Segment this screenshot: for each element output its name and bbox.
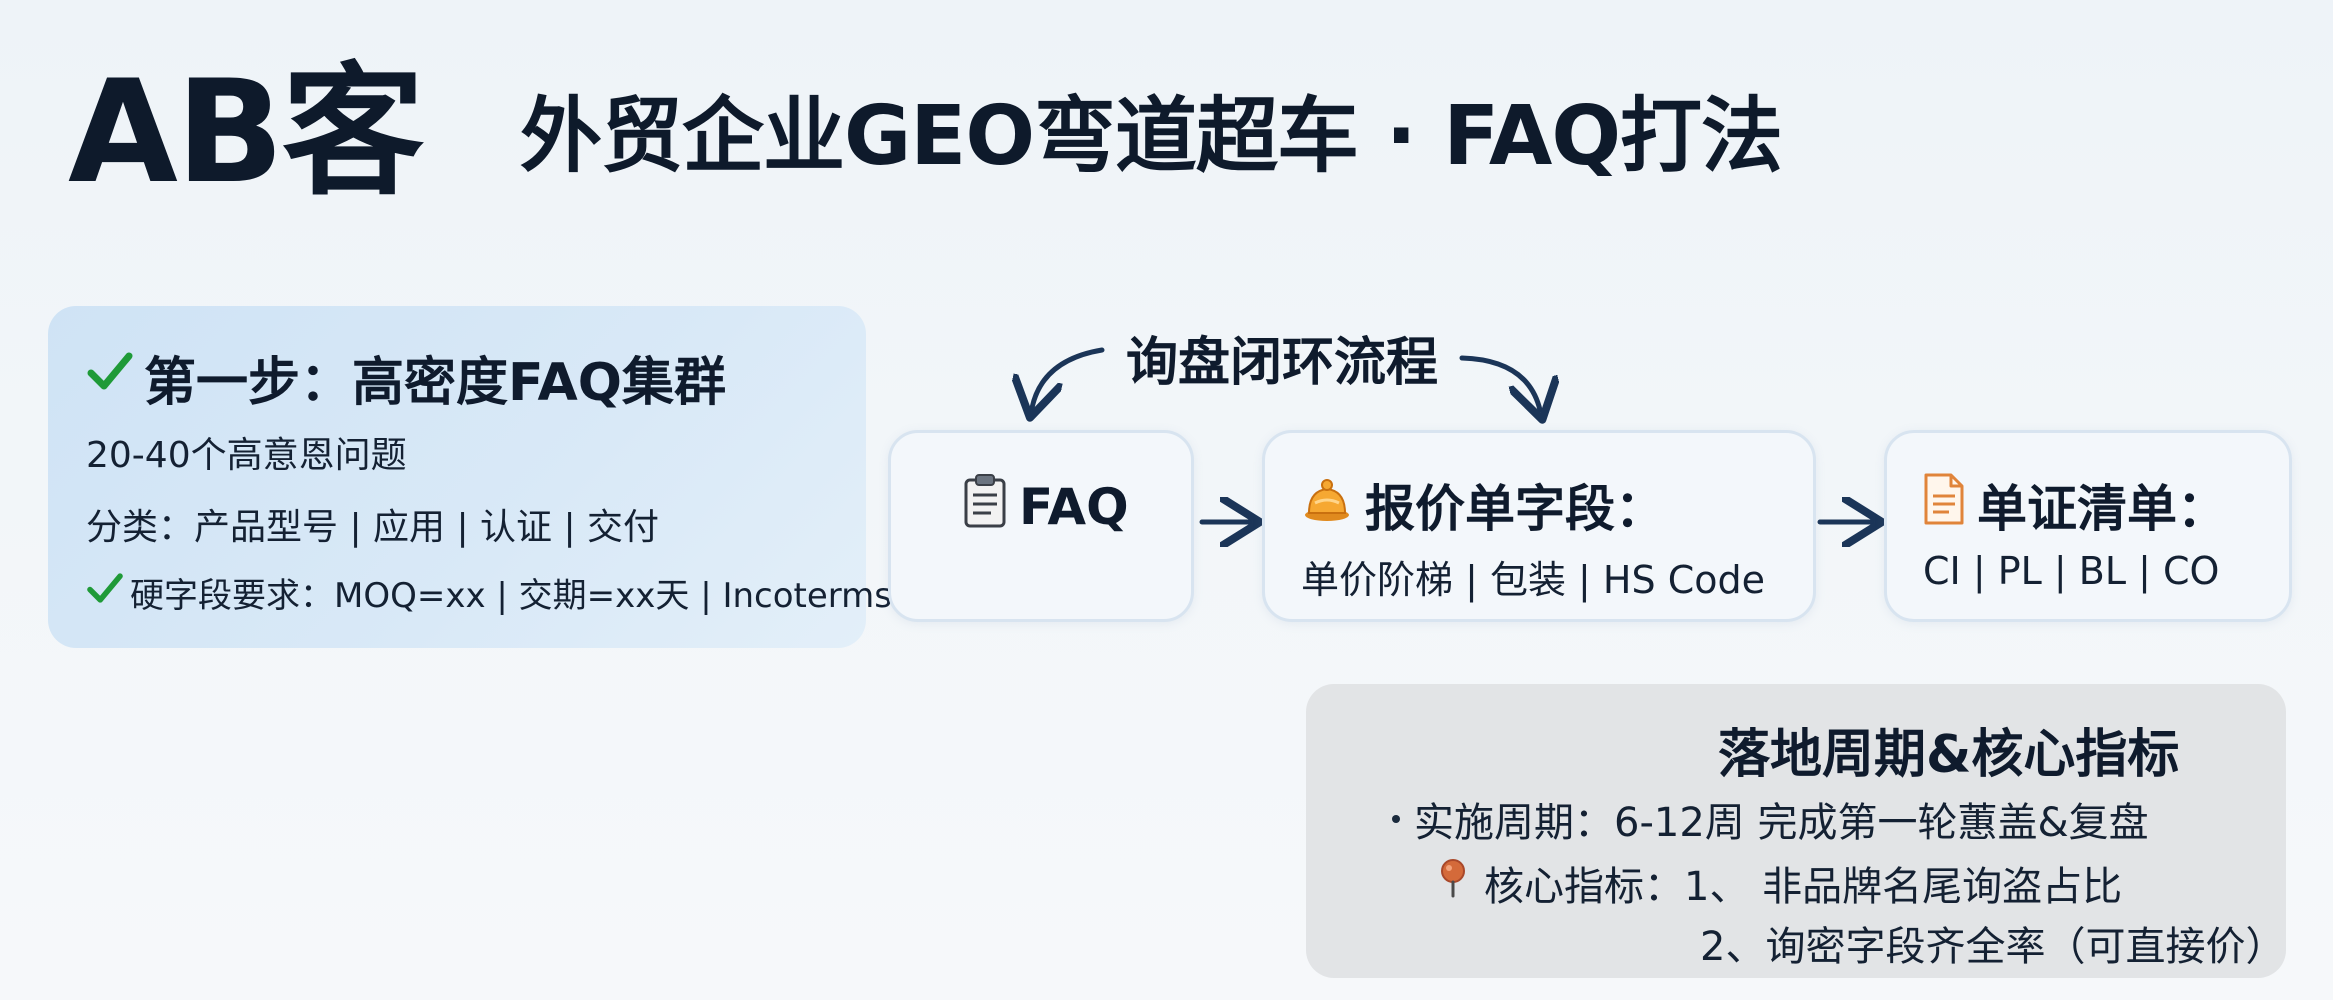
bell-icon [1301,473,1353,537]
metrics-kpi-2: 2、询密字段齐全率（可直接价） [1700,924,2286,970]
metrics-title: 落地周期&核心指标 [1718,725,2180,785]
page-title: 外贸企业GEO弯道超车 · FAQ打法 [520,89,1783,184]
curve-arrow-left [1032,347,1105,408]
flow-box-quote: 报价单字段： 单价阶梯 | 包装 | HS Code [1262,430,1816,622]
flow-box-docs-list: CI | PL | BL | CO [1923,549,2220,593]
step1-categories: 分类：产品型号 | 应用 | 认证 | 交付 [86,507,660,548]
metrics-panel: 落地周期&核心指标 实施周期：6-12周 完成第一轮蕙盖&复盘 核心指标：1、 … [1306,684,2286,978]
check-icon [86,568,124,617]
check-icon [86,347,134,408]
metrics-period: 实施周期：6-12周 完成第一轮蕙盖&复盘 [1392,790,2149,848]
metrics-kpi-1-text: 核心指标：1、 非品牌名尾询盗占比 [1484,864,2123,910]
clipboard-icon [963,473,1007,541]
document-icon [1923,472,1965,538]
step1-title: 第一步：高密度FAQ集群 [144,353,727,413]
flow-box-faq-title: FAQ [1019,478,1129,536]
flow-box-faq-heading: FAQ [963,473,1129,541]
flow-box-docs-title: 单证清单： [1977,480,2227,538]
flow-box-docs-heading: 单证清单： [1923,469,2227,541]
metrics-kpi-1: 核心指标：1、 非品牌名尾询盗占比 [1438,854,2122,912]
step1-question-count: 20-40个高意恩问题 [86,435,407,476]
pin-icon [1438,858,1468,908]
flow-box-quote-fields: 单价阶梯 | 包装 | HS Code [1301,558,1765,602]
flow-label: 询盘闭环流程 [1126,333,1439,393]
flow-box-docs: 单证清单： CI | PL | BL | CO [1884,430,2292,622]
step1-heading: 第一步：高密度FAQ集群 [86,340,726,415]
flow-box-faq: FAQ [888,430,1194,622]
curve-arrow-right [1459,355,1540,410]
brand-logo-text: AB客 [68,50,424,215]
metrics-period-text: 实施周期：6-12周 完成第一轮蕙盖&复盘 [1414,800,2149,846]
bullet-icon [1392,815,1400,823]
flow-box-quote-title: 报价单字段： [1365,480,1665,538]
flow-box-quote-heading: 报价单字段： [1301,469,1665,541]
